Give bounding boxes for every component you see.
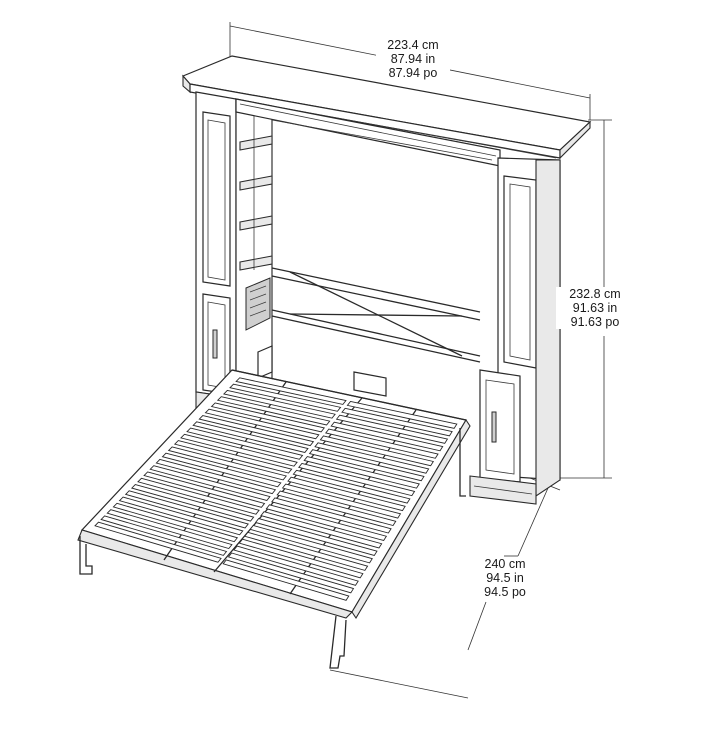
height-dimension-label: 232.8 cm 91.63 in 91.63 po <box>556 287 634 329</box>
width-dimension-label: 223.4 cm 87.94 in 87.94 po <box>376 38 450 80</box>
bed-slat <box>118 496 244 536</box>
bed-slat <box>292 469 411 504</box>
bed-slat <box>210 402 326 433</box>
bed-slat <box>330 421 444 452</box>
bed-slat <box>335 414 449 444</box>
bed-slat <box>287 476 406 512</box>
bed-slat <box>341 407 453 437</box>
bed-slat <box>130 484 255 522</box>
bed-slat <box>238 538 364 579</box>
right-tower <box>469 157 561 505</box>
height-cm: 232.8 cm <box>569 287 621 301</box>
bed-slat <box>249 524 373 564</box>
bed-slat <box>94 521 222 563</box>
bed-slat <box>281 483 402 519</box>
bed-slat <box>319 435 435 467</box>
bed-slat <box>192 421 309 453</box>
bed-slat <box>254 518 378 556</box>
bed-slat <box>235 377 347 405</box>
bed-slat <box>233 545 359 586</box>
bed-slat <box>167 446 287 481</box>
height-in: 91.63 in <box>572 301 618 315</box>
bed-legs <box>79 428 466 669</box>
depth-cm: 240 cm <box>484 557 526 571</box>
bed-slat <box>173 440 293 474</box>
bed-slat <box>216 396 331 426</box>
bed-slat <box>198 415 315 447</box>
bed-slat <box>314 442 430 474</box>
bed-slat <box>244 531 369 571</box>
height-po: 91.63 po <box>570 315 620 329</box>
bed-slat <box>222 559 350 601</box>
bed-slat <box>143 471 266 508</box>
depth-dimension-label: 240 cm 94.5 in 94.5 po <box>470 557 540 599</box>
width-in: 87.94 in <box>390 52 436 66</box>
width-po: 87.94 po <box>388 66 438 80</box>
bed-slat <box>180 433 298 467</box>
bed-slat <box>186 427 304 460</box>
bed-slat <box>271 497 392 534</box>
bed-latch-icon <box>353 371 387 397</box>
bed-slat <box>229 383 342 412</box>
bed-slat <box>298 462 416 497</box>
depth-dimension-line <box>329 477 561 699</box>
bed-slat <box>227 552 355 594</box>
bed-slats <box>94 377 458 601</box>
bed-slat <box>149 465 271 501</box>
bed-slat <box>204 408 320 440</box>
bed-slat <box>222 389 336 419</box>
left-tower <box>195 91 237 415</box>
width-cm: 223.4 cm <box>387 38 439 52</box>
bed-slat <box>137 477 260 515</box>
bed-slat <box>265 504 388 542</box>
bed-slat <box>303 456 420 489</box>
bed-slat <box>106 509 233 550</box>
left-tower-handle-icon <box>212 329 218 359</box>
bed-slat <box>325 428 439 459</box>
depth-po: 94.5 po <box>484 585 526 599</box>
depth-in: 94.5 in <box>486 571 524 585</box>
bed-slat <box>124 490 249 529</box>
left-shelf-unit <box>235 98 273 399</box>
crown-molding <box>181 55 592 160</box>
right-tower-handle-icon <box>491 411 497 443</box>
bed-slat <box>346 400 458 429</box>
bed-slat <box>100 515 228 556</box>
bed-slat <box>276 490 397 527</box>
cabinet-back <box>235 98 501 397</box>
bed-slat <box>161 452 282 488</box>
bed-slat <box>112 502 239 543</box>
bed-slat <box>308 449 425 482</box>
bed-slat <box>260 511 383 549</box>
bed-slat <box>155 458 277 495</box>
height-dimension-line <box>560 119 612 479</box>
